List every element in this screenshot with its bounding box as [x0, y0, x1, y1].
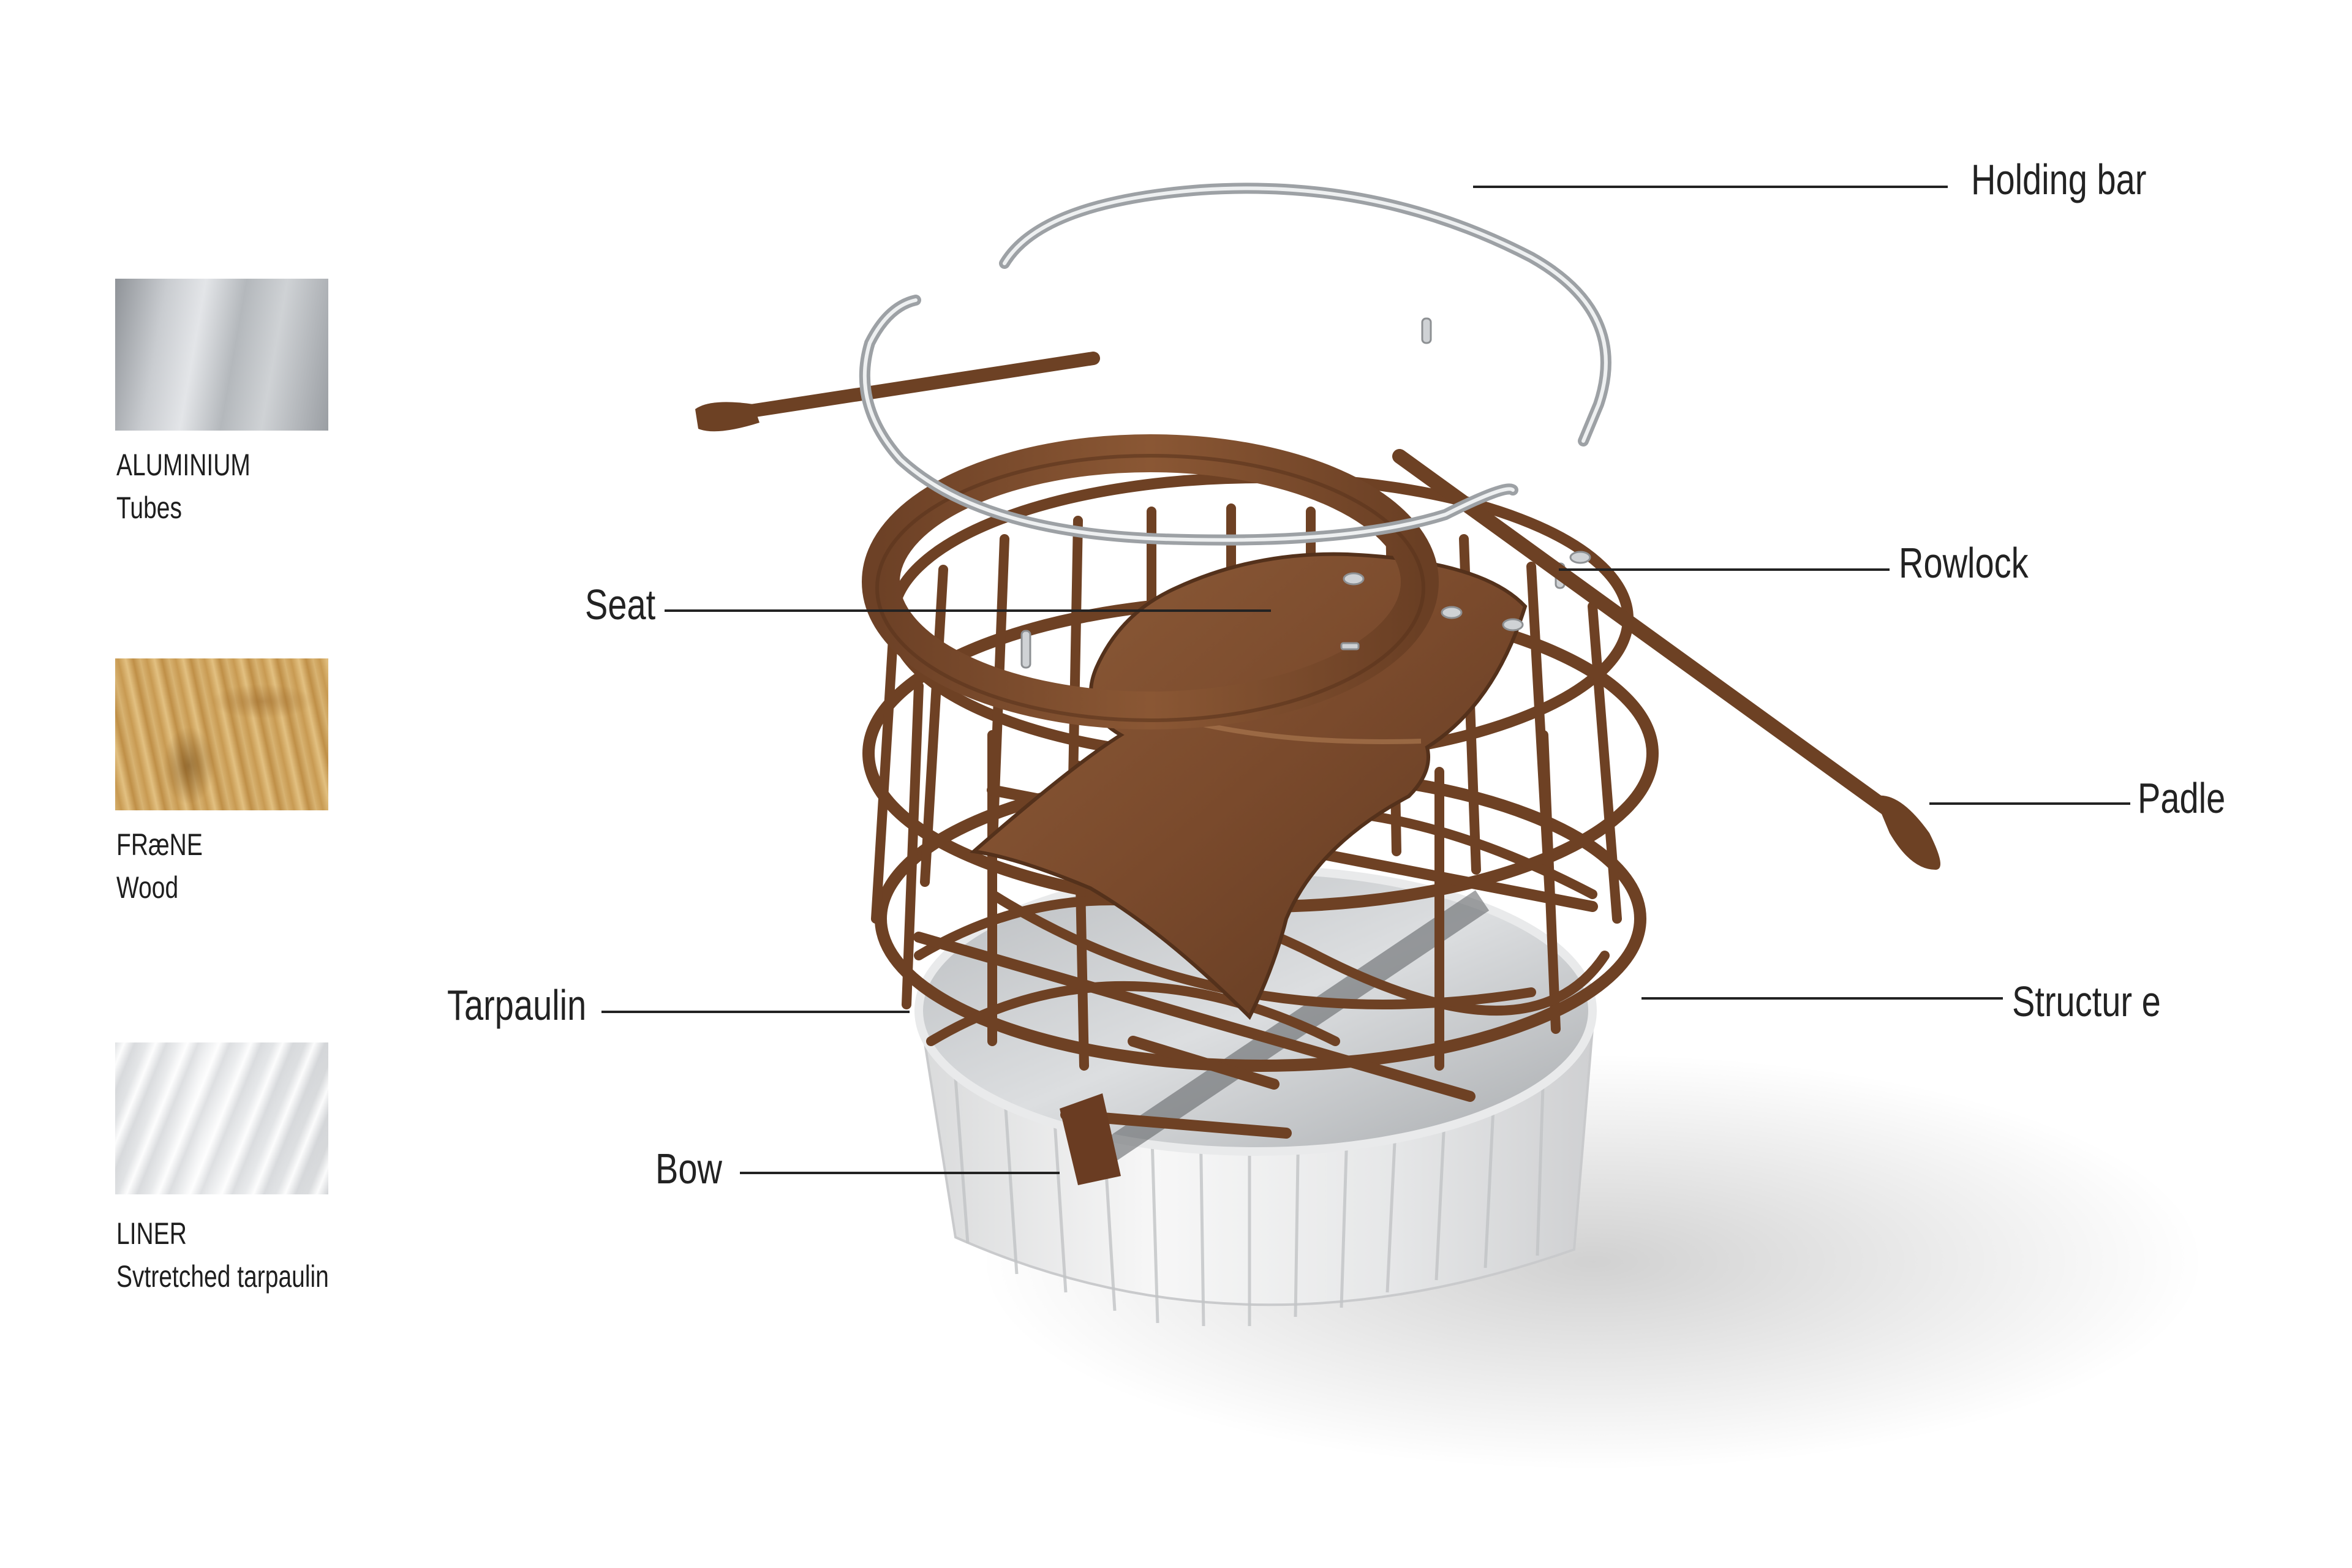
callout-seat: Seat [585, 581, 656, 628]
bow-block [1060, 1093, 1121, 1185]
callout-holding-bar: Holding bar [1971, 156, 2147, 203]
callout-structure: Structur e [2012, 978, 2161, 1025]
top-ring [862, 434, 1439, 729]
material-title-liner: LINER [116, 1216, 187, 1251]
material-subtitle-liner: Svtretched tarpaulin [116, 1259, 329, 1294]
material-title-wood: FRæNE [116, 827, 203, 862]
leader-lines [601, 186, 2130, 1174]
material-title-aluminium: ALUMINIUM [116, 448, 251, 482]
paddles [695, 352, 1940, 870]
holding-bar [859, 183, 1611, 546]
liner-swatch [115, 1042, 328, 1194]
wood-swatch [115, 658, 328, 810]
material-subtitle-aluminium: Tubes [116, 491, 182, 525]
callout-padle: Padle [2138, 774, 2226, 822]
material-subtitle-wood: Wood [116, 870, 179, 905]
callout-bow: Bow [655, 1145, 722, 1193]
aluminium-swatch [115, 279, 328, 431]
callout-rowlock: Rowlock [1899, 539, 2029, 587]
rowlock-pins [1020, 317, 1591, 669]
callout-tarpaulin: Tarpaulin [447, 981, 587, 1029]
